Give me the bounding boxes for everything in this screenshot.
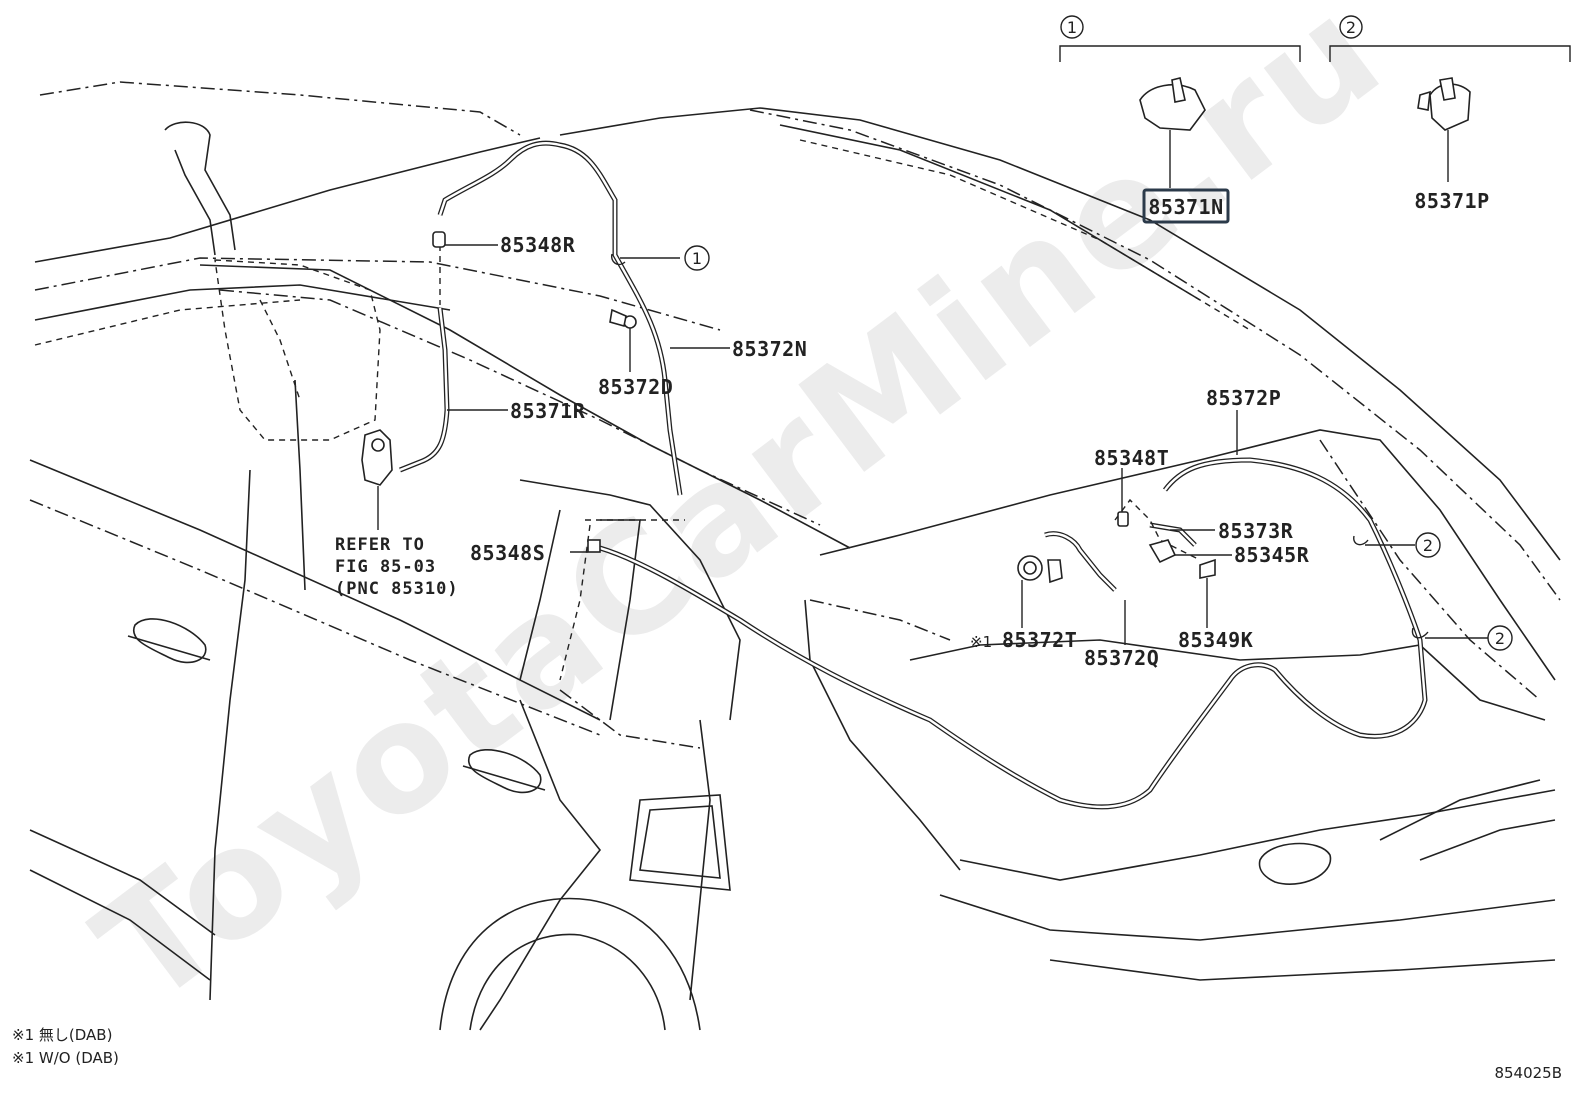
- group-bracket-1: 1: [1059, 15, 1301, 188]
- figure-number: 854025B: [1494, 1064, 1562, 1082]
- footnotes: ※1 無し(DAB) ※1 W/O (DAB): [12, 1026, 119, 1067]
- highlight-box-85371N: [1142, 188, 1230, 224]
- part-label-85348T[interactable]: 85348T: [1094, 446, 1169, 470]
- washer-hoses: [399, 140, 1428, 810]
- refer-line-1: REFER TO: [335, 535, 425, 555]
- svg-text:2: 2: [1423, 536, 1433, 555]
- part-label-85372D[interactable]: 85372D: [598, 375, 673, 399]
- leader-lines: [377, 244, 1488, 645]
- callout-circle-2b: 2: [1487, 625, 1513, 651]
- part-label-85348S[interactable]: 85348S: [470, 541, 545, 565]
- watermark: ToyotaCarMine.ru: [67, 0, 1414, 1039]
- part-label-85372N[interactable]: 85372N: [732, 337, 807, 361]
- svg-text:1: 1: [692, 249, 702, 268]
- group-marker-1-num: 1: [1067, 18, 1077, 37]
- footnote-en: ※1 W/O (DAB): [12, 1049, 119, 1067]
- small-parts: [361, 77, 1471, 584]
- group-marker-2-num: 2: [1346, 18, 1356, 37]
- refer-line-2[interactable]: FIG 85-03: [335, 557, 436, 577]
- part-labels: 85348R 85372N 85372D 85371R 85372P 85348…: [470, 233, 1310, 670]
- part-label-85373R[interactable]: 85373R: [1218, 519, 1294, 543]
- callout-circle-1: 1: [684, 245, 710, 271]
- svg-text:2: 2: [1495, 629, 1505, 648]
- part-label-85372T[interactable]: 85372T: [1002, 628, 1077, 652]
- car-body-outline: [29, 81, 1561, 1031]
- part-label-85349K[interactable]: 85349K: [1178, 628, 1253, 652]
- part-label-85371P[interactable]: 85371P: [1414, 189, 1489, 213]
- part-label-85371N[interactable]: 85371N: [1148, 195, 1223, 219]
- refer-to-note: REFER TO FIG 85-03 (PNC 85310): [335, 535, 459, 599]
- part-label-85372T-prefix: ※1: [970, 633, 992, 651]
- callout-circle-2a: 2: [1415, 532, 1441, 558]
- footnote-jp: ※1 無し(DAB): [12, 1026, 112, 1044]
- part-label-85348R[interactable]: 85348R: [500, 233, 576, 257]
- part-label-85372P[interactable]: 85372P: [1206, 386, 1281, 410]
- part-label-85345R[interactable]: 85345R: [1234, 543, 1310, 567]
- refer-line-3: (PNC 85310): [335, 579, 459, 599]
- part-label-85372Q[interactable]: 85372Q: [1084, 646, 1159, 670]
- group-bracket-2: 2: [1329, 15, 1571, 182]
- part-label-85371R[interactable]: 85371R: [510, 399, 586, 423]
